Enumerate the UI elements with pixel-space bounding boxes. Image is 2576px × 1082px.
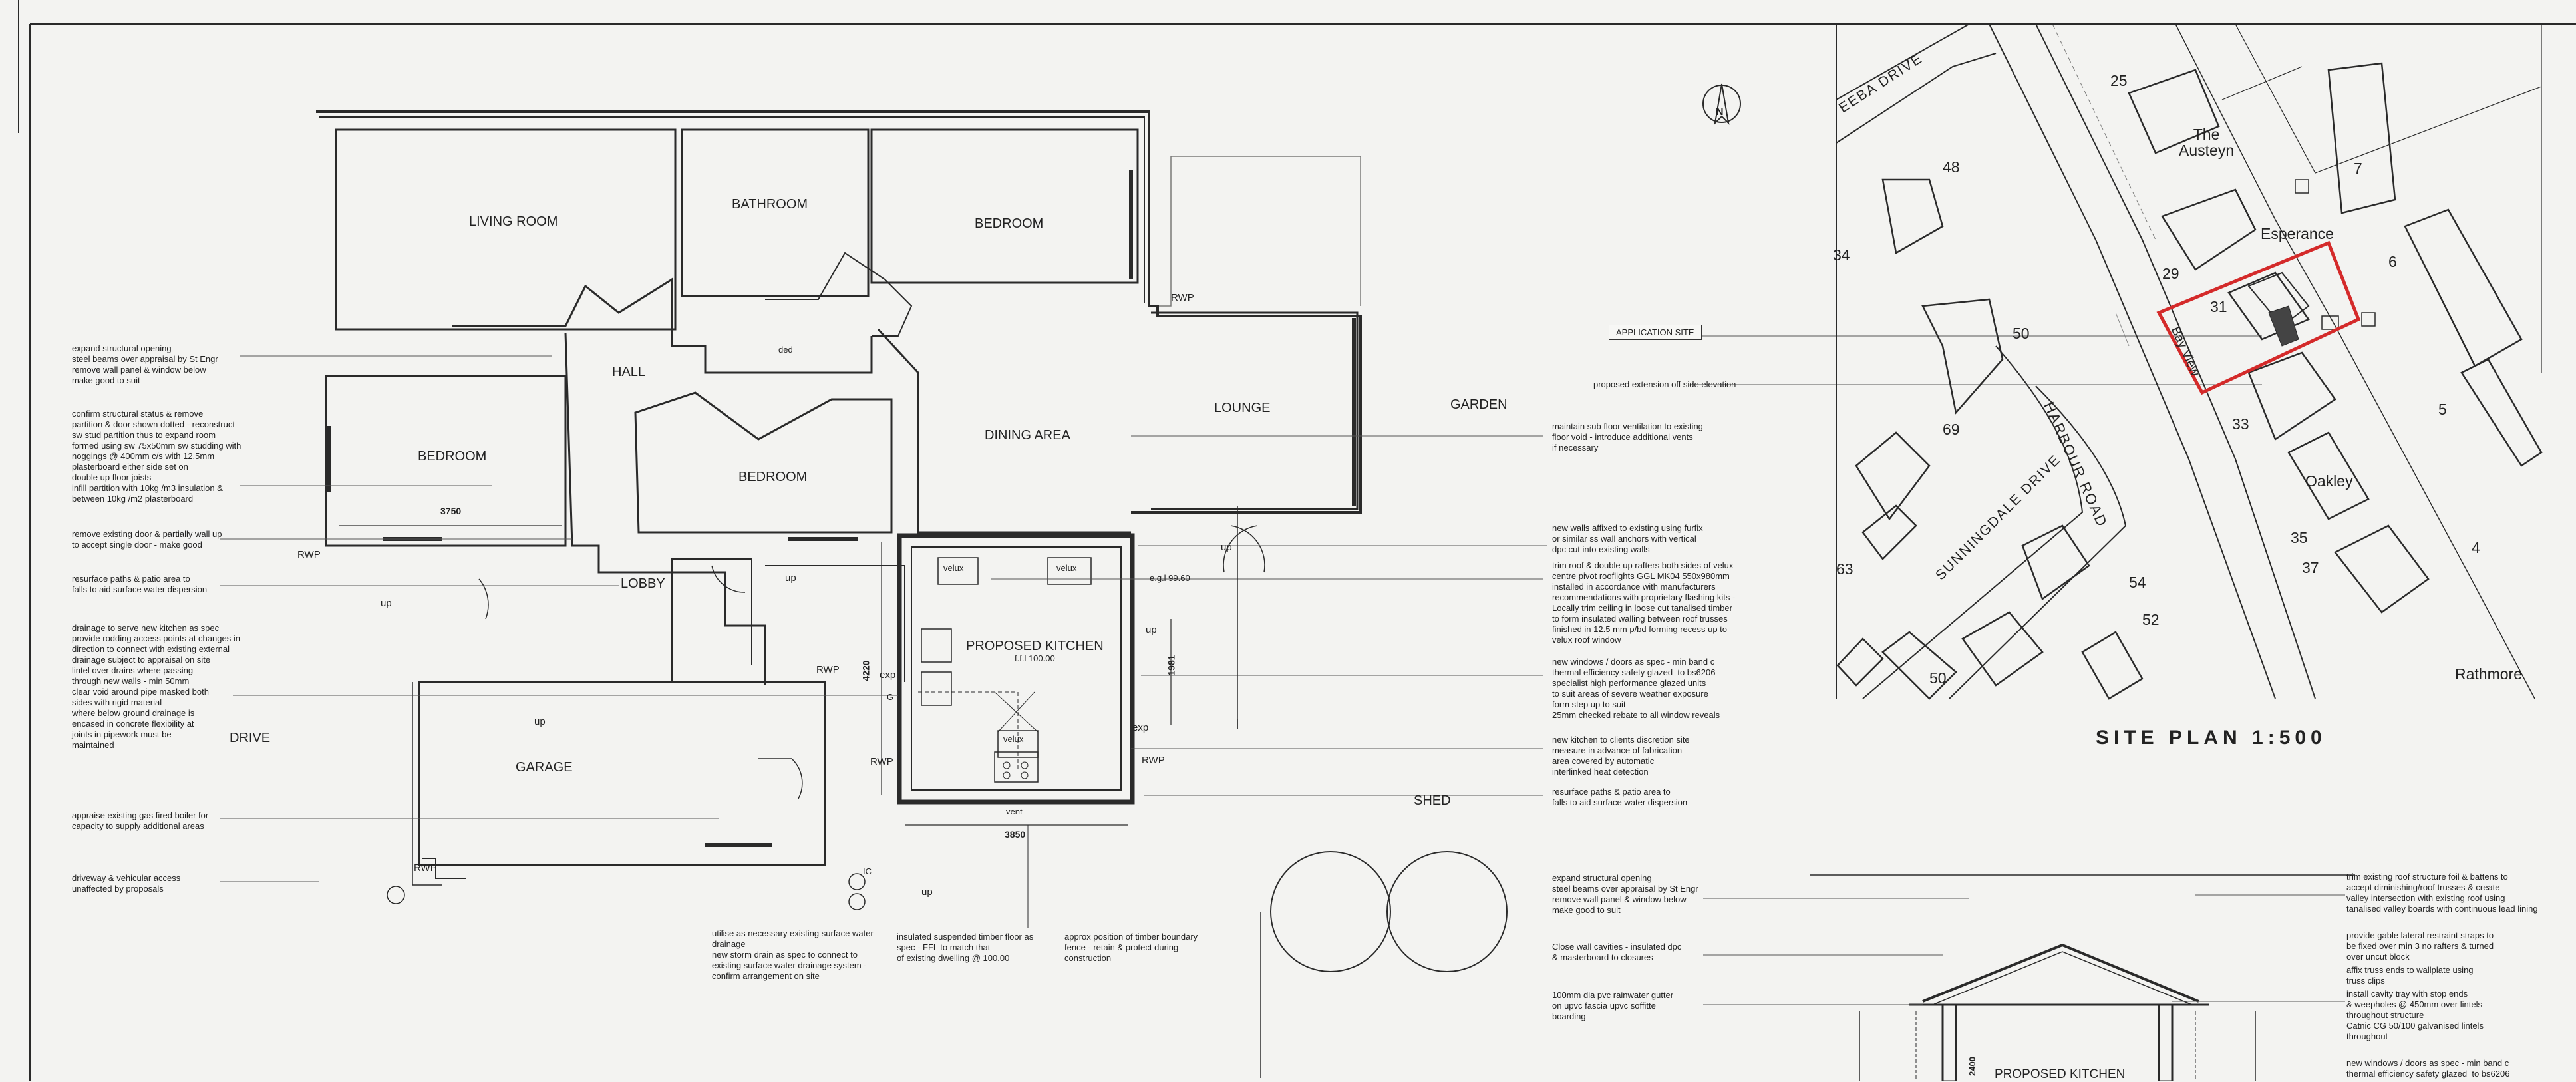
- section-note-right-5: new windows / doors as spec - min band c…: [2346, 1058, 2510, 1079]
- plot-number-35: 35: [2291, 529, 2308, 546]
- plot-number-33: 33: [2232, 415, 2249, 433]
- ic-label: IC: [863, 866, 872, 876]
- rwp-label-mid: RWP: [816, 664, 840, 675]
- room-label-bedroom-top: BEDROOM: [975, 216, 1044, 231]
- north-label: N: [1716, 106, 1724, 118]
- middle-note-6: resurface paths & patio area to falls to…: [1552, 787, 1688, 807]
- plot-number-63: 63: [1836, 560, 1853, 578]
- room-label-dining-area: DINING AREA: [985, 428, 1070, 443]
- house-label-rathmore: Rathmore: [2455, 665, 2522, 683]
- velux-label-1: velux: [943, 563, 964, 573]
- rwp-label-kitchen-right: RWP: [1142, 755, 1165, 766]
- up-label-6: up: [921, 886, 933, 898]
- section-title: PROPOSED KITCHEN: [1995, 1067, 2126, 1081]
- left-note-3: remove existing door & partially wall up…: [72, 529, 222, 550]
- bottom-note-1: utilise as necessary existing surface wa…: [712, 928, 874, 981]
- dimension-3750: 3750: [440, 506, 462, 516]
- ded-label: ded: [778, 345, 793, 355]
- left-note-7: driveway & vehicular access unaffected b…: [72, 873, 181, 894]
- left-note-4: resurface paths & patio area to falls to…: [72, 574, 208, 594]
- plot-number-52: 52: [2142, 611, 2160, 628]
- room-label-lobby: LOBBY: [621, 576, 665, 591]
- room-label-bedroom-mid: BEDROOM: [738, 470, 808, 484]
- middle-note-1: maintain sub floor ventilation to existi…: [1552, 421, 1703, 452]
- room-label-lounge: LOUNGE: [1214, 401, 1271, 415]
- room-label-bedroom-left: BEDROOM: [418, 449, 487, 464]
- section-note-right-3: affix truss ends to wallplate using trus…: [2346, 965, 2474, 986]
- rwp-label-top: RWP: [1171, 292, 1194, 303]
- room-label-shed: SHED: [1414, 793, 1451, 808]
- middle-note-4: new windows / doors as spec - min band c…: [1552, 657, 1720, 720]
- room-label-garage: GARAGE: [516, 760, 573, 775]
- plot-number-50-a: 50: [2012, 325, 2030, 342]
- g-label: G: [887, 692, 894, 702]
- section-dim-2400: 2400: [1967, 1057, 1977, 1076]
- section-note-left-2: Close wall cavities - insulated dpc & ma…: [1552, 942, 1682, 962]
- plot-number-5: 5: [2438, 401, 2447, 418]
- plot-number-7: 7: [2354, 160, 2362, 177]
- middle-note-5: new kitchen to clients discretion site m…: [1552, 735, 1690, 777]
- velux-label-2: velux: [1056, 563, 1077, 573]
- up-label-1: up: [1221, 542, 1232, 553]
- room-label-proposed-kitchen: PROPOSED KITCHEN: [966, 639, 1104, 653]
- section-note-right-2: provide gable lateral restraint straps t…: [2346, 930, 2494, 962]
- room-label-hall: HALL: [612, 365, 646, 379]
- site-plan-title: SITE PLAN 1:500: [2096, 727, 2327, 749]
- exp-label-1: exp: [880, 669, 896, 681]
- room-label-garden: GARDEN: [1450, 397, 1508, 412]
- up-label-2: up: [785, 572, 796, 584]
- exp-label-2: exp: [1132, 722, 1149, 733]
- left-note-2: confirm structural status & remove parti…: [72, 409, 242, 504]
- rwp-label-left: RWP: [297, 549, 321, 560]
- middle-note-2: new walls affixed to existing using furf…: [1552, 523, 1703, 554]
- kitchen-ffl: f.f.l 100.00: [1015, 653, 1055, 663]
- up-label-4: up: [1146, 624, 1157, 635]
- section-note-left-1: expand structural opening steel beams ov…: [1552, 873, 1698, 915]
- vent-label: vent: [1006, 807, 1023, 816]
- left-note-6: appraise existing gas fired boiler for c…: [72, 811, 209, 831]
- plot-number-29: 29: [2162, 265, 2179, 282]
- dimension-3850: 3850: [1005, 829, 1026, 840]
- velux-label-3: velux: [1003, 734, 1024, 744]
- section-note-left-3: 100mm dia pvc rainwater gutter on upvc f…: [1552, 990, 1674, 1021]
- room-label-bathroom: BATHROOM: [732, 197, 808, 212]
- dimension-4220: 4220: [860, 660, 872, 681]
- house-label-the-austeyn: The Austeyn: [2179, 126, 2235, 159]
- plot-number-37: 37: [2302, 559, 2319, 576]
- plot-number-31: 31: [2210, 298, 2227, 315]
- left-note-1: expand structural opening steel beams ov…: [72, 343, 218, 385]
- up-label-5: up: [534, 716, 546, 727]
- application-site-box: APPLICATION SITE: [1609, 325, 1702, 340]
- house-label-oakley: Oakley: [2305, 472, 2353, 490]
- room-label-drive: DRIVE: [230, 731, 271, 745]
- house-label-esperance: Esperance: [2261, 225, 2334, 242]
- middle-note-7: proposed extension off side elevation: [1593, 379, 1736, 389]
- plot-number-48: 48: [1943, 158, 1960, 176]
- dimension-1981: 1981: [1166, 655, 1177, 676]
- section-note-right-1: trim existing roof structure foil & batt…: [2346, 872, 2538, 914]
- rwp-label-bottom: RWP: [414, 862, 437, 874]
- plot-number-50-b: 50: [1929, 669, 1947, 687]
- plot-number-25: 25: [2110, 72, 2128, 89]
- egl-label: e.g.l 99.60: [1150, 573, 1190, 583]
- rwp-label-kitchen-left: RWP: [870, 756, 893, 767]
- plot-number-69: 69: [1943, 421, 1960, 438]
- left-note-5: drainage to serve new kitchen as spec pr…: [72, 623, 240, 750]
- plot-number-6: 6: [2388, 253, 2397, 270]
- room-label-living-room: LIVING ROOM: [469, 214, 558, 229]
- plot-number-4: 4: [2472, 539, 2480, 556]
- bottom-note-2: insulated suspended timber floor as spec…: [897, 932, 1034, 963]
- section-note-right-4: install cavity tray with stop ends & wee…: [2346, 989, 2484, 1041]
- plot-number-34: 34: [1833, 246, 1850, 264]
- middle-note-3: trim roof & double up rafters both sides…: [1552, 560, 1736, 645]
- plot-number-54: 54: [2129, 574, 2146, 591]
- up-label-3: up: [381, 598, 392, 609]
- bottom-note-3: approx position of timber boundary fence…: [1064, 932, 1198, 963]
